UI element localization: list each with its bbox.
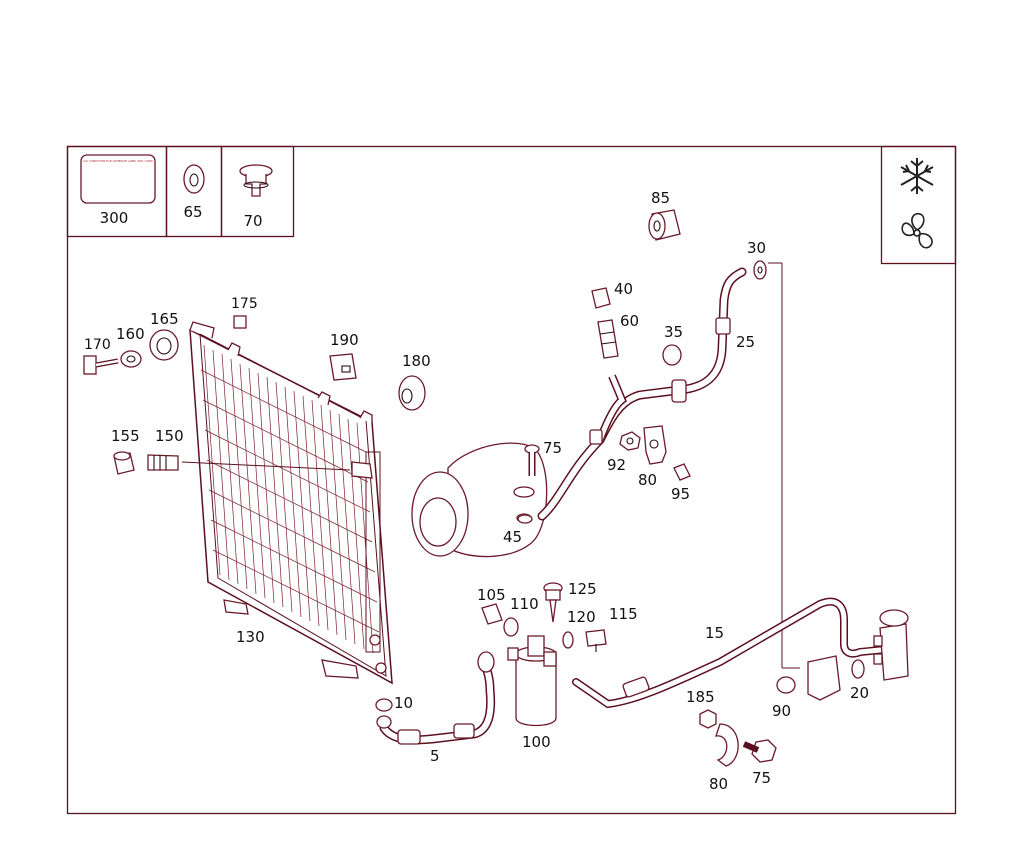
callout-150: 150 xyxy=(155,427,184,445)
valve-150 xyxy=(147,454,179,471)
callout-labels: 170 160 165 175 190 180 155 150 130 10 5… xyxy=(84,189,869,793)
callout-300: 300 xyxy=(100,209,129,227)
hose-15 xyxy=(572,597,884,709)
callout-130: 130 xyxy=(236,628,265,646)
callout-92: 92 xyxy=(607,456,626,474)
callout-105: 105 xyxy=(477,586,506,604)
clamp-80-bottom xyxy=(715,723,739,767)
hose-5 xyxy=(379,651,496,745)
callout-10: 10 xyxy=(394,694,413,712)
grommet-180 xyxy=(398,375,426,411)
callout-90: 90 xyxy=(772,702,791,720)
callout-15: 15 xyxy=(705,624,724,642)
callout-100: 100 xyxy=(522,733,551,751)
washer-30 xyxy=(753,260,767,280)
callout-155: 155 xyxy=(111,427,140,445)
callout-180: 180 xyxy=(402,352,431,370)
grommet-160 xyxy=(120,350,142,368)
compressor xyxy=(411,442,548,558)
callout-45: 45 xyxy=(503,528,522,546)
callout-185: 185 xyxy=(686,688,715,706)
oring-110 xyxy=(503,617,519,637)
fan-icon xyxy=(901,212,933,249)
callout-65: 65 xyxy=(183,203,202,221)
callout-190: 190 xyxy=(330,331,359,349)
expansion-valve xyxy=(873,609,909,681)
valve-40 xyxy=(591,287,611,309)
washer-65 xyxy=(183,164,205,194)
callout-75-bottom: 75 xyxy=(752,769,771,787)
bushing-85 xyxy=(648,209,681,241)
callout-80-bottom: 80 xyxy=(709,775,728,793)
receiver-drier-100 xyxy=(507,635,557,727)
nut-185 xyxy=(699,709,717,729)
callout-70: 70 xyxy=(243,212,262,230)
callout-35: 35 xyxy=(664,323,683,341)
diagram-frame xyxy=(66,145,957,815)
callout-175: 175 xyxy=(231,296,258,312)
clip-190 xyxy=(329,353,357,381)
callout-40: 40 xyxy=(614,280,633,298)
callout-165: 165 xyxy=(150,310,179,328)
bolt-125 xyxy=(543,582,563,623)
callout-170: 170 xyxy=(84,337,111,353)
callout-160: 160 xyxy=(116,325,145,343)
switch-115 xyxy=(585,629,607,652)
callout-120: 120 xyxy=(567,608,596,626)
nut-92 xyxy=(619,431,641,451)
callout-125: 125 xyxy=(568,580,597,598)
cap-155 xyxy=(113,451,135,475)
bolt-170 xyxy=(83,355,119,375)
callout-75-top: 75 xyxy=(543,439,562,457)
switch-105 xyxy=(481,603,503,625)
snowflake-icon xyxy=(900,158,934,194)
callout-30: 30 xyxy=(747,239,766,257)
mount-165 xyxy=(149,329,179,361)
header-boxes: A/C CONDITION FOR ADHESIVE LABEL 300 / V… xyxy=(66,145,295,238)
oring-20 xyxy=(851,659,865,679)
callout-5: 5 xyxy=(430,747,440,765)
bolt-75-top xyxy=(524,444,540,476)
callout-85: 85 xyxy=(651,189,670,207)
oring-120 xyxy=(562,631,574,649)
callout-80-top: 80 xyxy=(638,471,657,489)
callout-20: 20 xyxy=(850,684,869,702)
fitting-60 xyxy=(597,319,619,359)
clip-70 xyxy=(239,164,273,197)
oring-45 xyxy=(517,514,533,524)
cap-35 xyxy=(662,344,682,366)
bracket-80-top xyxy=(643,425,667,465)
bolt-75-bottom xyxy=(742,739,777,763)
callout-95: 95 xyxy=(671,485,690,503)
hose-25 xyxy=(537,267,747,521)
oring-10 xyxy=(375,698,393,729)
condenser-130 xyxy=(189,321,393,685)
callout-115: 115 xyxy=(609,605,638,623)
switch-95 xyxy=(673,463,691,481)
legend-box xyxy=(880,145,957,265)
callout-25: 25 xyxy=(736,333,755,351)
adhesive-label-caption: A/C CONDITION FOR ADHESIVE LABEL 300 / V… xyxy=(83,159,153,163)
nut-175 xyxy=(233,315,247,329)
callout-60: 60 xyxy=(620,312,639,330)
adhesive-label xyxy=(80,154,156,204)
callout-110: 110 xyxy=(510,595,539,613)
bracket-90 xyxy=(776,655,841,701)
